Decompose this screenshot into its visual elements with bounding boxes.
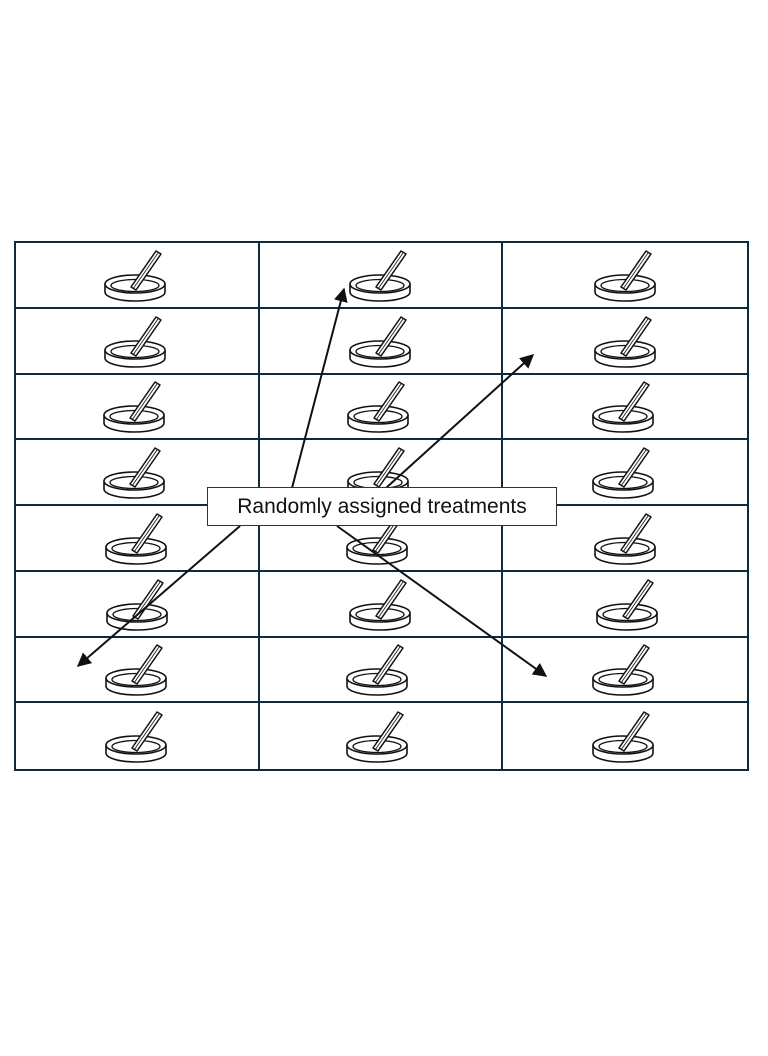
petri-dish-with-spreader-icon (101, 445, 167, 499)
grid-cell (16, 703, 260, 769)
grid-cell (259, 243, 504, 309)
petri-dish-with-spreader-icon (104, 577, 170, 631)
petri-dish-with-spreader-icon (102, 248, 168, 302)
petri-dish-with-spreader-icon (590, 642, 656, 697)
grid-cell (259, 637, 504, 704)
grid-cell (260, 703, 504, 769)
petri-dish-with-spreader-icon (590, 709, 656, 763)
grid-cell (503, 572, 747, 638)
grid-cell (16, 571, 260, 638)
grid-cell (16, 374, 260, 441)
label-text: Randomly assigned treatments (237, 494, 527, 518)
petri-dish-with-spreader-icon (103, 642, 169, 697)
petri-dish-with-spreader-icon (347, 577, 413, 631)
petri-dish-with-spreader-icon (590, 445, 656, 499)
petri-dish-with-spreader-icon (592, 248, 658, 302)
grid-cell (503, 375, 747, 441)
grid-cell (503, 638, 747, 704)
petri-dish-with-spreader-icon (344, 709, 410, 763)
grid-cell (16, 308, 260, 375)
petri-dish-with-spreader-icon (347, 314, 413, 368)
petri-dish-with-spreader-icon (594, 577, 660, 631)
petri-dish-with-spreader-icon (592, 511, 658, 565)
petri-dish-with-spreader-icon (344, 642, 410, 697)
petri-dish-with-spreader-icon (345, 379, 411, 434)
grid-cell (503, 243, 747, 309)
random-assignment-label: Randomly assigned treatments (207, 487, 557, 526)
grid-cell (259, 571, 504, 638)
grid-cell (16, 243, 260, 309)
grid-cell (16, 637, 260, 704)
grid-cell (503, 440, 747, 506)
petri-dish-with-spreader-icon (102, 314, 168, 368)
petri-dish-with-spreader-icon (590, 379, 656, 434)
petri-dish-with-spreader-icon (101, 379, 167, 434)
grid-cell (259, 308, 504, 375)
petri-dish-with-spreader-icon (592, 314, 658, 368)
grid-cell (503, 506, 747, 572)
petri-dish-with-spreader-icon (347, 248, 413, 302)
petri-dish-with-spreader-icon (103, 709, 169, 763)
grid-cell (503, 703, 747, 769)
grid-cell (16, 440, 260, 506)
petri-dish-with-spreader-icon (103, 511, 169, 565)
grid-cell (503, 309, 747, 375)
grid-cell (259, 374, 504, 441)
